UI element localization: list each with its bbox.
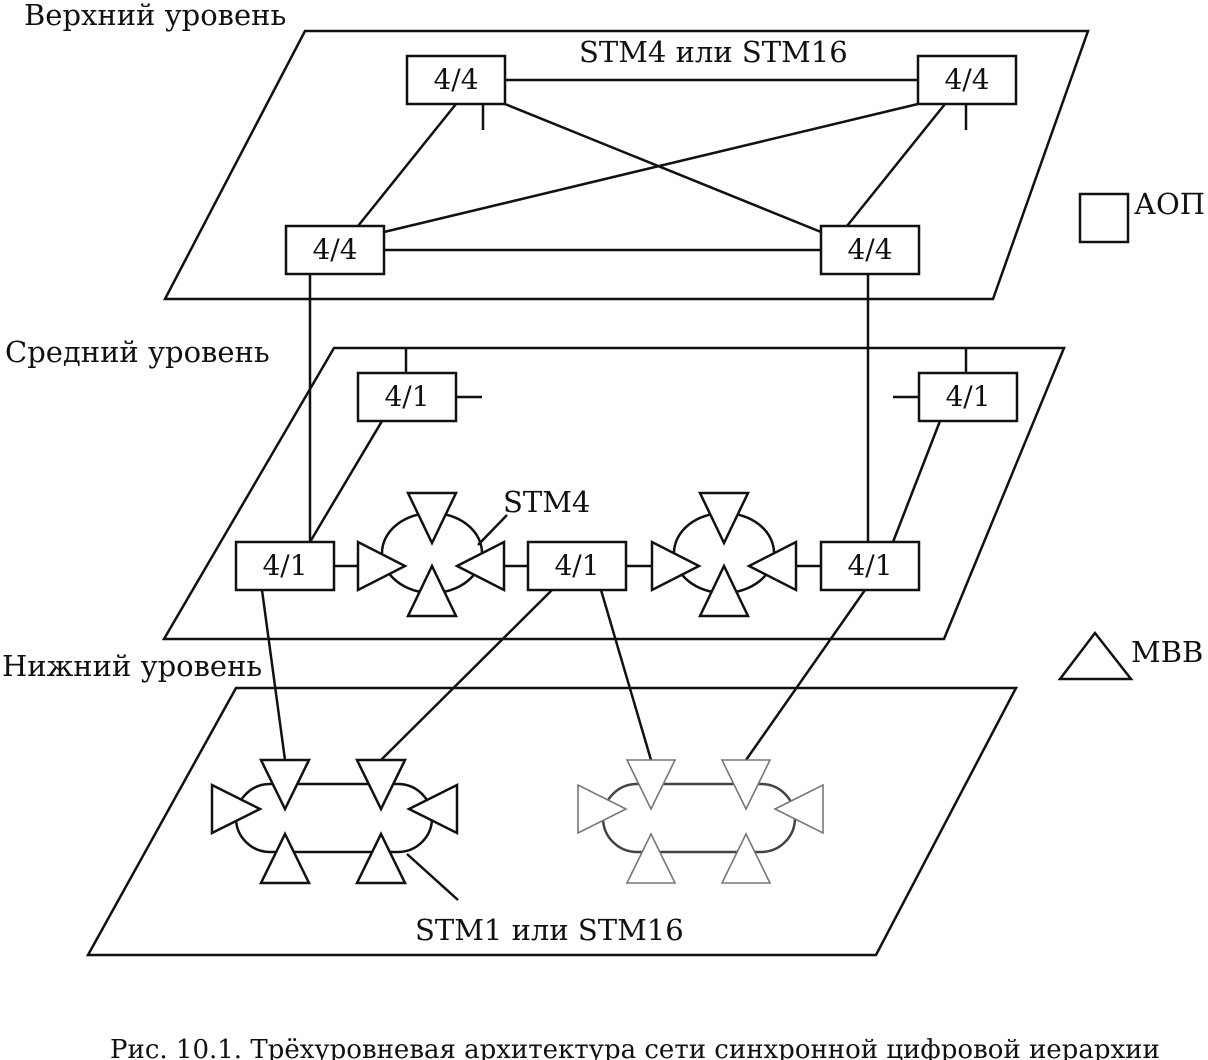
node-mid-2: 4/1 (917, 371, 1019, 423)
middle-ring-label: STM4 (503, 485, 590, 519)
mvv-triangle-icon (698, 491, 750, 546)
bottom-ring-left (234, 782, 434, 854)
figure-caption: Рис. 10.1. Трёхуровневая архитектура сет… (110, 1035, 1160, 1060)
node-top-4: 4/4 (819, 224, 921, 276)
inter-level-links (260, 274, 968, 761)
mvv-triangle-icon (258, 758, 312, 812)
node-mid-5: 4/1 (819, 540, 921, 592)
node-mid-1: 4/1 (356, 371, 458, 423)
node-mid-4: 4/1 (526, 540, 628, 592)
legend-mvv-label: МВВ (1131, 635, 1203, 669)
top-level-links (357, 78, 968, 252)
mvv-triangle-icon (577, 783, 628, 835)
bottom-level-plane (85, 686, 1019, 957)
top-level-label: Верхний уровень (24, 0, 286, 32)
mvv-triangle-icon (625, 759, 677, 811)
mvv-triangle-icon (720, 759, 772, 811)
mvv-triangle-icon (650, 539, 702, 593)
mvv-triangle-icon (210, 782, 263, 836)
middle-left-mvv-group (356, 491, 506, 618)
mvv-triangle-icon (773, 783, 824, 835)
mvv-triangle-icon (625, 832, 677, 884)
mvv-triangle-icon (354, 758, 408, 812)
mvv-triangle-icon (698, 563, 750, 618)
mvv-triangle-icon (1057, 630, 1134, 681)
node-label: 4/4 (312, 233, 357, 266)
legend: АОП МВВ (1057, 187, 1205, 681)
mvv-triangle-icon (258, 831, 312, 885)
mvv-triangle-icon (454, 539, 506, 593)
top-link-label: STM4 или STM16 (579, 35, 848, 69)
node-top-2: 4/4 (916, 54, 1018, 106)
mvv-triangle-icon (406, 782, 459, 836)
node-label: 4/1 (847, 549, 892, 582)
middle-level-label: Средний уровень (5, 335, 270, 369)
top-level-plane (162, 29, 1090, 301)
node-label: 4/1 (262, 549, 307, 582)
node-top-3: 4/4 (284, 224, 386, 276)
node-label: 4/4 (847, 233, 892, 266)
mvv-triangle-icon (354, 831, 408, 885)
node-mid-3: 4/1 (234, 540, 336, 592)
node-label: 4/4 (944, 63, 989, 96)
node-label: 4/1 (384, 380, 429, 413)
middle-right-mvv-group (650, 491, 798, 618)
bottom-level-label: Нижний уровень (2, 649, 262, 683)
node-label: 4/1 (554, 549, 599, 582)
mvv-triangle-icon (406, 491, 458, 546)
mvv-triangle-icon (720, 832, 772, 884)
middle-level-plane (161, 346, 1066, 641)
mvv-triangle-icon (406, 563, 458, 618)
bottom-right-mvv-group (577, 759, 824, 884)
bottom-ring-label: STM1 или STM16 (415, 913, 684, 947)
mvv-triangle-icon (746, 539, 798, 593)
middle-ring-links (334, 514, 821, 568)
mvv-triangle-icon (356, 539, 408, 593)
bottom-ring-label-leader (406, 853, 459, 901)
bottom-ring-right (601, 782, 797, 854)
bottom-left-mvv-group (210, 758, 459, 885)
node-label: 4/4 (433, 63, 478, 96)
node-top-1: 4/4 (405, 54, 507, 106)
legend-aop-label: АОП (1134, 187, 1205, 221)
aop-square-icon (1078, 192, 1130, 244)
node-label: 4/1 (945, 380, 990, 413)
